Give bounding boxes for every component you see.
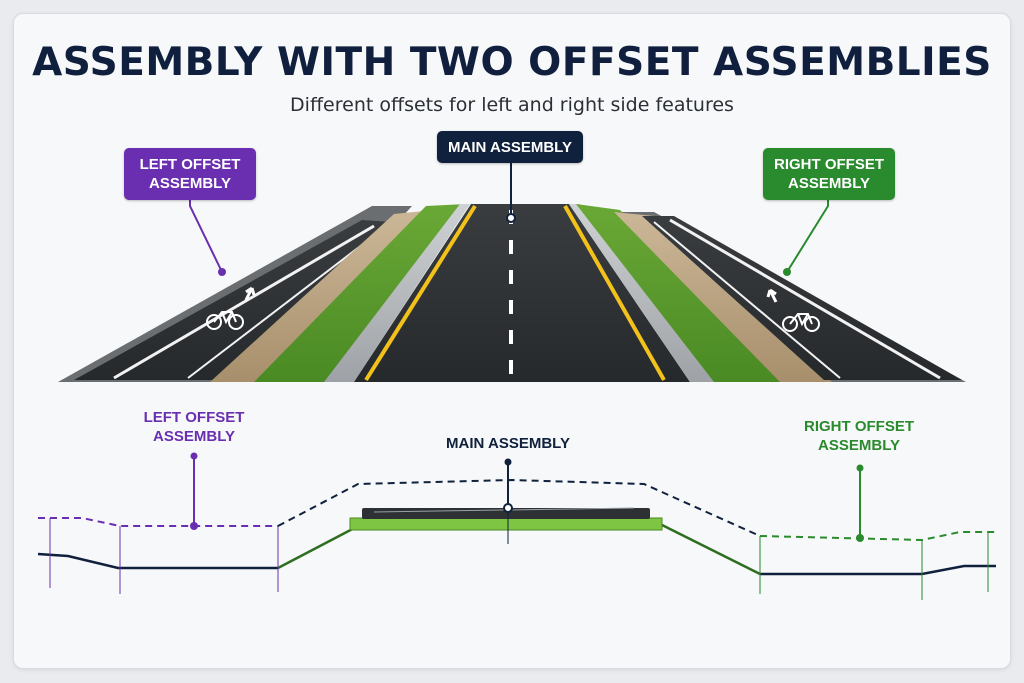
right-offset-dashed-profile: [759, 531, 996, 542]
left-bike-path: [74, 220, 392, 380]
left-offset-anchor-top: [218, 268, 226, 276]
main-anchor-top: [506, 213, 516, 223]
left-bike-path-edge-line: [113, 224, 375, 380]
main-dashed-profile: [277, 478, 761, 537]
main-assembly-section-label: MAIN ASSEMBLY: [446, 435, 570, 452]
left-offset-dashed-profile: [38, 517, 278, 527]
right-offset-anchor-bottom: [856, 534, 864, 542]
left-grass-slope: [254, 204, 466, 382]
bicycle-icon: [782, 313, 820, 332]
right-offset-assembly-callout: RIGHT OFFSET ASSEMBLY: [763, 148, 895, 200]
main-anchor-bottom: [503, 503, 513, 513]
page-subtitle: Different offsets for left and right sid…: [290, 94, 734, 116]
section-markers: [49, 510, 989, 600]
arrow-up-icon: [766, 288, 778, 303]
right-offset-anchor-top: [783, 268, 791, 276]
left-gravel-strip: [210, 210, 434, 382]
left-offset-anchor-bottom: [190, 522, 198, 530]
right-bike-path-edge-line-2: [669, 218, 941, 380]
cross-section-view: [37, 452, 996, 600]
right-offset-anchor-bottom-top: [856, 464, 864, 472]
main-assembly-callout: MAIN ASSEMBLY: [437, 131, 583, 163]
main-left-slope: [277, 522, 363, 570]
left-offset-assembly-section-label: LEFT OFFSET ASSEMBLY: [143, 409, 245, 445]
right-gravel-strip: [614, 212, 832, 382]
left-offset-anchor-bottom-top: [190, 452, 198, 460]
right-bike-path-edge-line: [653, 221, 841, 379]
left-curb: [324, 204, 470, 382]
main-road-yellow-line-right: [563, 205, 666, 381]
bicycle-icon: [206, 311, 244, 330]
left-offset-leader-top: [189, 200, 223, 273]
main-road-deck-base: [349, 517, 663, 531]
right-offset-assembly-section-label: RIGHT OFFSET ASSEMBLY: [804, 418, 914, 454]
main-road-surface: [354, 204, 690, 382]
page-title: ASSEMBLY WITH TWO OFFSET ASSEMBLIES: [32, 40, 992, 85]
diagram-card: ASSEMBLY WITH TWO OFFSET ASSEMBLIES Diff…: [13, 13, 1011, 669]
arrow-up-icon: [244, 286, 256, 301]
road-perspective-view: [58, 163, 966, 382]
left-offset-assembly-callout: LEFT OFFSET ASSEMBLY: [124, 148, 256, 200]
right-grass-slope: [576, 204, 790, 382]
main-right-slope: [659, 522, 761, 576]
assembly-diagram: [37, 163, 996, 600]
left-ground-profile: [37, 552, 278, 570]
main-road-yellow-line-left: [364, 204, 477, 382]
main-anchor-bottom-top: [504, 458, 512, 466]
right-offset-leader-top: [786, 200, 829, 273]
right-ground-profile: [760, 564, 996, 576]
